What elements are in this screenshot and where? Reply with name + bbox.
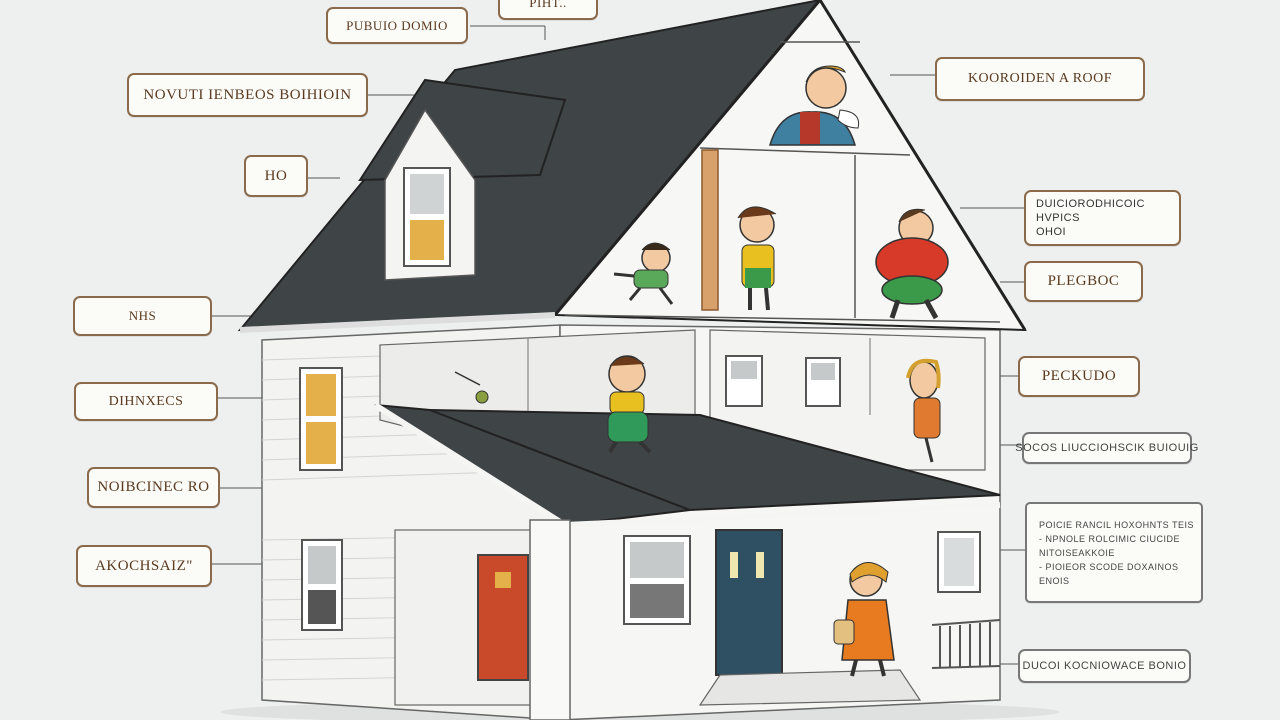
callout-right-2: DUICIORODHICOIC HVPICS OHOI — [1024, 190, 1181, 246]
callout-right-5: SOCOS LIUCCIOHSCIK BUIOUIG — [1015, 432, 1198, 464]
callout-left-2: HO — [244, 155, 308, 197]
small-bug-icon — [454, 371, 489, 404]
callout-right-6-line3: NITOISEAKKOIE — [1039, 547, 1115, 558]
callout-left-4: DIHNXECS — [74, 382, 218, 421]
callout-left-5: NOIBCINEC RO — [87, 467, 220, 508]
cartoon-figure-attic-middle — [737, 206, 777, 311]
callout-left-6: AKOCHSAIZ" — [76, 545, 212, 587]
cartoon-figure-porch — [833, 562, 895, 677]
dormer — [358, 78, 567, 281]
ground-floor — [301, 519, 1001, 720]
front-door — [715, 529, 783, 676]
callout-right-3: PLEGBOC — [1024, 261, 1143, 302]
porch-roof — [373, 402, 1001, 528]
callout-right-1: KOOROIDEN A ROOF — [935, 57, 1145, 101]
callout-right-7: DUCOI KOCNIOWACE BONIO — [1018, 649, 1191, 683]
cartoon-figure-attic-top — [769, 65, 860, 146]
callout-left-3: NHS — [73, 296, 212, 336]
callout-right-4: PECKUDO — [1018, 356, 1140, 397]
callout-top-small: PIHT.. — [498, 0, 598, 20]
callout-top-center: PUBUIO DOMIO — [326, 7, 468, 44]
callout-right-2-line2: OHOI — [1036, 226, 1067, 238]
callout-right-6-line4: - PIOIEOR SCODE DOXAINOS — [1039, 561, 1179, 572]
callout-right-6-line5: ENOIS — [1039, 575, 1070, 586]
callout-right-2-line1: DUICIORODHICOIC HVPICS — [1036, 198, 1145, 224]
callout-right-6: POICIE RANCIL HOXOHNTS TEIS - NPNOLE ROL… — [1025, 502, 1203, 603]
cartoon-figure-second-floor — [607, 355, 652, 454]
side-door — [477, 554, 529, 681]
callout-right-6-line1: POICIE RANCIL HOXOHNTS TEIS — [1039, 519, 1195, 530]
callout-right-6-line2: - NPNOLE ROLCIMIC CIUCIDE — [1039, 533, 1181, 544]
callout-left-1: NOVUTI IENBEOS BOIHIOIN — [127, 73, 368, 117]
cartoon-figure-window — [906, 358, 941, 463]
chimney-post — [701, 149, 719, 311]
porch-railing — [931, 619, 1001, 669]
front-steps — [698, 669, 922, 706]
cartoon-figure-attic-small — [613, 242, 674, 305]
cartoon-figure-attic-right — [875, 208, 949, 320]
attic-section — [564, 41, 1001, 323]
